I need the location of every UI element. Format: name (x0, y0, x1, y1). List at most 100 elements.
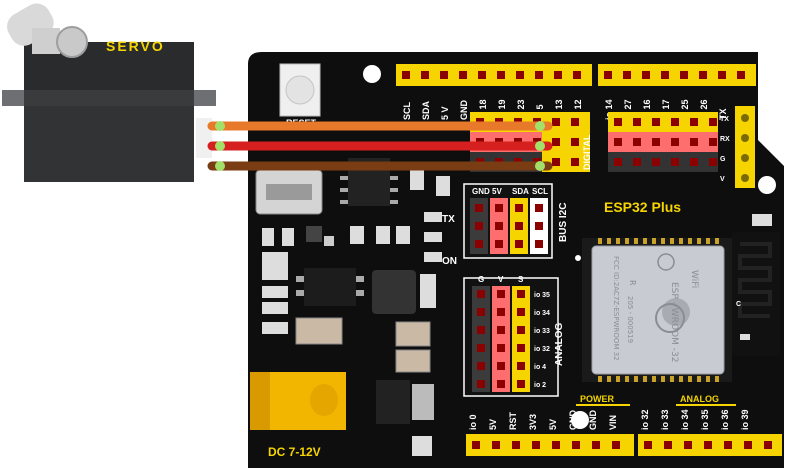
analog-pin[interactable] (744, 441, 752, 449)
power-pin[interactable] (592, 441, 600, 449)
module-pad (706, 238, 710, 244)
top-header-pin[interactable] (718, 71, 726, 79)
wire-end-icon (215, 121, 225, 131)
servo-header-pin[interactable] (571, 138, 579, 146)
i2c-pin[interactable] (475, 204, 483, 212)
top-header-pin[interactable] (737, 71, 745, 79)
servo-header-pin[interactable] (709, 118, 717, 126)
analog-block-pin[interactable] (517, 362, 525, 370)
top-header-pin[interactable] (642, 71, 650, 79)
analog-block-pin[interactable] (517, 308, 525, 316)
analog-block-pin[interactable] (497, 326, 505, 334)
top-header-pin[interactable] (661, 71, 669, 79)
analog-block-pin[interactable] (477, 326, 485, 334)
analog-block-pin[interactable] (517, 344, 525, 352)
servo-header-pin[interactable] (690, 118, 698, 126)
analog-block-pin[interactable] (477, 308, 485, 316)
i2c-pin[interactable] (495, 222, 503, 230)
servo-header-pin[interactable] (671, 118, 679, 126)
servo-header-pin[interactable] (690, 138, 698, 146)
analog-block-pin[interactable] (477, 344, 485, 352)
top-header-pin[interactable] (516, 71, 524, 79)
top-header-pin[interactable] (699, 71, 707, 79)
servo-header-pin[interactable] (614, 138, 622, 146)
power-pin[interactable] (552, 441, 560, 449)
analog-pin[interactable] (724, 441, 732, 449)
servo-header-pin[interactable] (690, 158, 698, 166)
top-header-pin[interactable] (573, 71, 581, 79)
top-header-pin[interactable] (604, 71, 612, 79)
servo-header-pin[interactable] (552, 118, 560, 126)
top-pin-label: GND (459, 100, 469, 121)
i2c-pin[interactable] (515, 204, 523, 212)
servo-header-pin[interactable] (709, 158, 717, 166)
top-header-pin[interactable] (554, 71, 562, 79)
analog-block-pin[interactable] (517, 380, 525, 388)
top-header-pin[interactable] (440, 71, 448, 79)
servo-header-pin[interactable] (552, 138, 560, 146)
i2c-pin[interactable] (535, 222, 543, 230)
i2c-pin[interactable] (495, 240, 503, 248)
analog-pin[interactable] (644, 441, 652, 449)
analog-pin[interactable] (684, 441, 692, 449)
power-pin[interactable] (532, 441, 540, 449)
top-header-pin[interactable] (497, 71, 505, 79)
top-header-pin[interactable] (680, 71, 688, 79)
servo-header-pin[interactable] (652, 138, 660, 146)
servo-header-pin[interactable] (614, 158, 622, 166)
analog-block-pin[interactable] (477, 362, 485, 370)
analog-block-pin[interactable] (497, 362, 505, 370)
i2c-pin[interactable] (515, 240, 523, 248)
servo-header-pin[interactable] (633, 118, 641, 126)
analog-block-pin[interactable] (517, 290, 525, 298)
servo-header-pin[interactable] (652, 118, 660, 126)
power-pin[interactable] (512, 441, 520, 449)
servo-header-pin[interactable] (552, 158, 560, 166)
analog-pin[interactable] (704, 441, 712, 449)
servo-header-pin[interactable] (709, 138, 717, 146)
servo-header-pin[interactable] (633, 138, 641, 146)
uart-pin[interactable] (741, 154, 749, 162)
i2c-pin[interactable] (495, 204, 503, 212)
analog-block-pin[interactable] (517, 326, 525, 334)
power-pin[interactable] (492, 441, 500, 449)
uart-pin[interactable] (741, 114, 749, 122)
top-header-pin[interactable] (623, 71, 631, 79)
top-pin-label: io 12 (573, 99, 583, 120)
servo-header-pin[interactable] (614, 118, 622, 126)
uart-pin[interactable] (741, 134, 749, 142)
power-pin[interactable] (472, 441, 480, 449)
module-pad (625, 376, 629, 382)
analog-block-pin[interactable] (497, 308, 505, 316)
analog-block-pin[interactable] (497, 380, 505, 388)
servo-header-pin[interactable] (671, 158, 679, 166)
power-pin[interactable] (572, 441, 580, 449)
top-header-pin[interactable] (535, 71, 543, 79)
analog-block-pin[interactable] (477, 290, 485, 298)
i2c-pin[interactable] (535, 204, 543, 212)
top-header-pin[interactable] (459, 71, 467, 79)
reset-button[interactable] (279, 63, 321, 117)
analog-pin[interactable] (764, 441, 772, 449)
analog-block-pin[interactable] (497, 344, 505, 352)
uart-pin[interactable] (741, 174, 749, 182)
i2c-pin[interactable] (515, 222, 523, 230)
servo-header-pin[interactable] (671, 138, 679, 146)
servo-header-pin[interactable] (633, 158, 641, 166)
i2c-pin[interactable] (475, 240, 483, 248)
i2c-pin[interactable] (475, 222, 483, 230)
servo-header-pin[interactable] (652, 158, 660, 166)
top-header-pin[interactable] (421, 71, 429, 79)
top-header-pin[interactable] (402, 71, 410, 79)
dc-power-jack[interactable] (250, 372, 346, 430)
power-pin[interactable] (612, 441, 620, 449)
analog-block-pin-label: io 33 (534, 328, 550, 335)
servo-horn-icon[interactable] (56, 26, 88, 58)
analog-block-pin[interactable] (497, 290, 505, 298)
analog-block-pin[interactable] (477, 380, 485, 388)
top-header-pin[interactable] (478, 71, 486, 79)
i2c-pin[interactable] (535, 240, 543, 248)
servo-header-pin[interactable] (571, 158, 579, 166)
analog-pin[interactable] (664, 441, 672, 449)
servo-header-pin[interactable] (571, 118, 579, 126)
